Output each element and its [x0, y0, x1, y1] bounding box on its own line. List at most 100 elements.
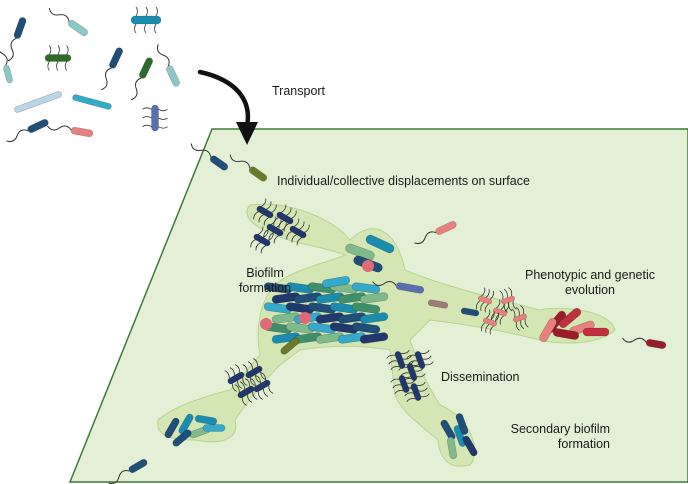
bacterium-rod-icon [480, 309, 500, 335]
bacterium-coccus-icon [362, 260, 374, 272]
bacterium-rod-icon [351, 302, 381, 314]
bacterium-coccus-icon [299, 312, 311, 324]
bacterium-rod-icon [172, 429, 192, 447]
pilus-icon [242, 364, 255, 386]
flagellum-icon [156, 44, 170, 67]
pilus-icon [291, 221, 305, 243]
flagellum-icon [47, 125, 72, 131]
bacterium-rod-icon [511, 305, 529, 331]
flagellum-icon [190, 143, 212, 158]
pilus-icon [390, 374, 414, 383]
pilus-icon [134, 6, 138, 34]
flagellum-icon [7, 37, 17, 62]
pilus-icon [56, 45, 60, 71]
bacterium-rod-icon [406, 350, 434, 370]
bacterium-rod-icon [622, 337, 667, 349]
pilus-icon [255, 375, 269, 397]
phenotypic-evolution-label: Phenotypic and genetic evolution [525, 268, 655, 297]
pilus-icon [253, 358, 266, 380]
transport-label: Transport [272, 84, 326, 98]
bacterium-rod-icon [130, 6, 162, 34]
bacterium-rod-icon [390, 374, 418, 394]
pilus-icon [499, 290, 508, 313]
pilus-icon [263, 204, 277, 226]
bacterium-rod-icon [164, 417, 180, 439]
bacterium-rod-icon [455, 413, 469, 435]
pilus-icon [142, 124, 168, 129]
pilus-icon [255, 229, 269, 251]
pilus-icon [296, 224, 310, 246]
pilus-icon [154, 6, 158, 34]
bacterium-rod-icon [6, 119, 49, 143]
flagellum-icon [414, 231, 437, 245]
pilus-icon [410, 361, 434, 370]
bacterium-rod-icon [558, 307, 582, 329]
pilus-icon [253, 198, 267, 220]
pilus-icon [480, 289, 490, 311]
pilus-icon [261, 372, 274, 394]
bacterium-rod-icon [552, 328, 580, 340]
pilus-icon [484, 290, 495, 313]
bacterium-rod-icon [190, 143, 229, 171]
bacterium-rod-icon [321, 275, 351, 289]
bacterium-rod-icon [414, 221, 457, 245]
bacterium-rod-icon [14, 91, 62, 113]
pilus-icon [247, 361, 261, 383]
pilus-icon [503, 288, 513, 312]
bacterium-rod-icon [72, 94, 112, 110]
pilus-icon [520, 305, 529, 328]
bacterium-rod-icon [351, 322, 381, 334]
pilus-icon [402, 382, 426, 391]
bacterium-rod-icon [263, 216, 287, 244]
pilus-icon [404, 387, 428, 397]
pilus-icon [485, 311, 495, 333]
bacterium-rod-icon [44, 45, 72, 71]
bacterium-rod-icon [446, 436, 458, 460]
bacterium-rod-icon [475, 287, 495, 313]
bacterium-rod-icon [47, 125, 94, 138]
pilus-icon [245, 378, 258, 400]
pilus-icon [224, 370, 237, 392]
bacterium-rod-icon [101, 47, 123, 91]
bacterium-coccus-icon [260, 318, 272, 330]
bacterium-rod-icon [202, 424, 226, 432]
pilus-icon [475, 287, 486, 310]
transport-arrow-icon [197, 69, 258, 145]
bacterium-rod-icon [273, 204, 297, 232]
pilus-icon [47, 45, 52, 71]
pilus-icon [388, 355, 412, 365]
pilus-icon [64, 45, 69, 71]
pilus-icon [489, 312, 500, 335]
pilus-icon [480, 309, 491, 332]
flagellum-icon [0, 41, 8, 66]
pilus-icon [386, 350, 410, 359]
bacterium-rod-icon [453, 425, 467, 447]
pilus-icon [258, 201, 272, 223]
bacterium-rod-icon [0, 41, 13, 84]
flagellum-icon [108, 470, 130, 484]
bacterium-rod-icon [156, 44, 180, 87]
pilus-icon [144, 6, 148, 34]
bacterium-rod-icon [427, 299, 449, 309]
bacterium-rod-icon [359, 292, 389, 304]
pilus-icon [260, 232, 274, 254]
pilus-icon [239, 381, 253, 403]
bacterium-rod-icon [194, 414, 218, 426]
bacterium-rod-icon [462, 435, 478, 457]
pilus-icon [263, 216, 277, 238]
bacterium-rod-icon [250, 226, 274, 254]
pilus-icon [508, 287, 517, 310]
bacterium-rod-icon [280, 337, 300, 355]
bacterium-rod-icon [386, 350, 414, 370]
pilus-icon [268, 219, 282, 241]
dissemination-label: Dissemination [441, 370, 520, 384]
pilus-icon [408, 355, 432, 365]
bacterium-rod-icon [142, 104, 168, 132]
flagellum-icon [372, 280, 397, 286]
bacterium-rod-icon [48, 7, 88, 37]
pilus-icon [392, 379, 416, 389]
pilus-icon [142, 107, 168, 112]
flagellum-icon [229, 154, 251, 169]
biofilm-formation-label: Biofilm formation [238, 266, 292, 295]
bacterium-rod-icon [253, 198, 277, 226]
